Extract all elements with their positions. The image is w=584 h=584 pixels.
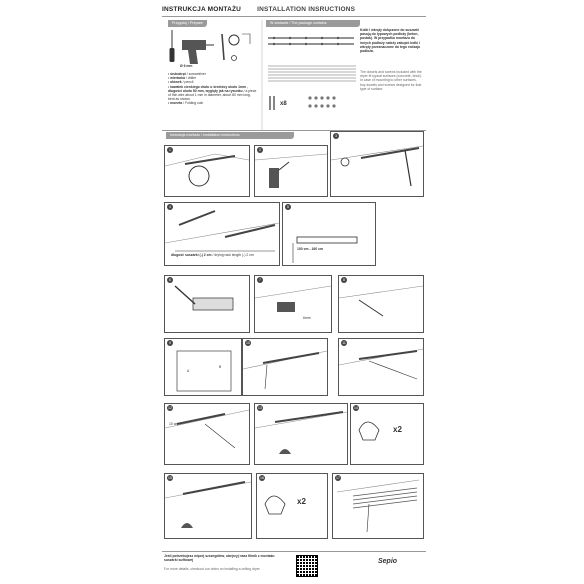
brand-logo: Sepio — [378, 558, 398, 565]
prepare-item: • kawałek cienkiego drutu o średnicy oko… — [168, 84, 257, 102]
step-4-panel: 4 długość suszarki (-) 2 cm / drying rac… — [164, 202, 280, 266]
step-number: 8 — [341, 277, 347, 283]
step-number: 12 — [167, 405, 173, 411]
step-number: 9 — [167, 340, 173, 346]
step-9-b-label: B — [219, 365, 222, 369]
step-number: 7 — [257, 277, 263, 283]
step-number: 11 — [341, 340, 347, 346]
qr-code[interactable] — [296, 555, 318, 577]
step-15-panel: 15 — [164, 473, 252, 539]
prepare-tools-illustration — [169, 20, 263, 130]
step-12-panel: 12 10 cm — [164, 403, 250, 465]
step-number: 10 — [245, 340, 251, 346]
step-13-panel: 13 — [254, 403, 348, 465]
package-label: W zestawie / The package contains — [266, 20, 360, 27]
step-number: 15 — [167, 475, 173, 481]
section-divider — [162, 130, 426, 131]
prepare-item: • moneta / Folding coin — [168, 101, 204, 106]
step-12-distance-label: 10 cm — [169, 422, 179, 426]
step-10-panel: 10 — [242, 338, 328, 396]
step-8-panel: 8 — [338, 275, 424, 333]
step-11-panel: 11 — [338, 338, 424, 396]
step-number: 2 — [257, 147, 263, 153]
step-5-range-label: 100 cm - 160 cm — [297, 247, 324, 251]
step-4-length-label: długość suszarki (-) 2 cm / drying rack … — [171, 253, 254, 257]
step-7-panel: 7 6mm — [254, 275, 332, 333]
step-number: 13 — [257, 405, 263, 411]
step-number: 3 — [333, 133, 339, 139]
prepare-label: Przygotuj / Prepare — [168, 20, 207, 27]
step-6-panel: 6 — [164, 275, 250, 333]
package-note-en: The dowels and screws included with the … — [360, 70, 422, 91]
page-title: INSTRUKCJA MONTAŻU INSTALLATION INSRUCTI… — [162, 6, 355, 13]
step-number: 5 — [285, 204, 291, 210]
instruction-sheet: INSTRUKCJA MONTAŻU INSTALLATION INSRUCTI… — [162, 0, 426, 584]
drill-size-label: Ø 6 mm — [180, 64, 193, 68]
prepare-list: • śrubokręt / screwdriver • wiertarka / … — [168, 72, 258, 106]
step-5-panel: 5 100 cm - 160 cm — [282, 202, 376, 266]
package-contents-illustration — [268, 36, 356, 110]
step-number: 1 — [167, 147, 173, 153]
title-en: INSTALLATION INSRUCTIONS — [257, 6, 356, 13]
step-16-multiplier: x2 — [297, 497, 306, 506]
prepare-item: • ołówek / pencil — [168, 80, 194, 85]
step-9-a-label: A — [187, 369, 190, 373]
package-note-pl: Kołki i wkręty dołączone do suszarki pas… — [360, 28, 421, 54]
footer-text-pl: Jeśli potrzebujesz więcej szczegółów, ob… — [164, 554, 275, 563]
step-14-multiplier: x2 — [393, 425, 402, 434]
step-number: 6 — [167, 277, 173, 283]
prepare-item: • wiertarka / driller — [168, 76, 197, 81]
step-1-panel: 1 — [164, 145, 250, 197]
footer: Jeśli potrzebujesz więcej szczegółów, ob… — [162, 551, 426, 578]
step-number: 4 — [167, 204, 173, 210]
step-7-size-label: 6mm — [303, 316, 311, 320]
step-16-panel: 16 x2 — [256, 473, 328, 539]
step-14-panel: 14 x2 — [350, 403, 424, 465]
title-divider — [162, 16, 426, 17]
title-pl: INSTRUKCJA MONTAŻU — [162, 6, 242, 13]
step-number: 16 — [259, 475, 265, 481]
step-17-panel: 17 — [332, 473, 424, 539]
step-9-panel: 9 A B — [164, 338, 242, 396]
screws-quantity: x8 — [280, 101, 287, 107]
step-number: 17 — [335, 475, 341, 481]
step-2-panel: 2 — [254, 145, 328, 197]
install-label: Instrukcja montażu / Installation instru… — [166, 132, 294, 139]
step-number: 14 — [353, 405, 359, 411]
footer-text-en: For more details, checkout our video on … — [164, 567, 260, 571]
step-3-panel: 3 — [330, 131, 424, 197]
prepare-item: • śrubokręt / screwdriver — [168, 72, 206, 76]
